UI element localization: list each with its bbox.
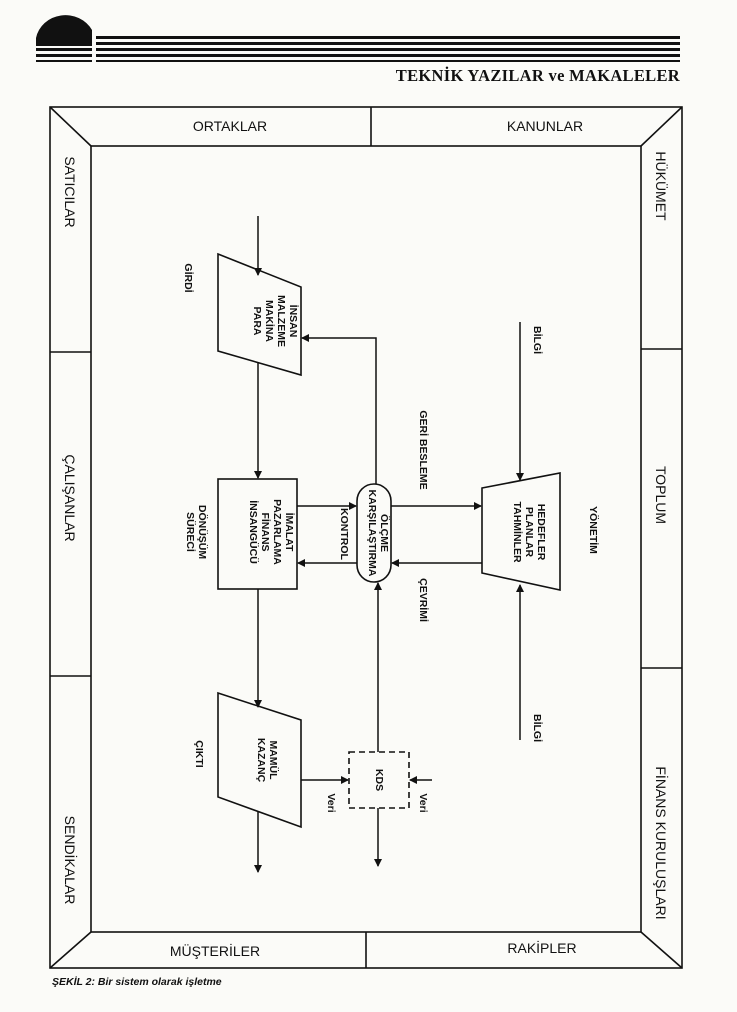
label-ortaklar: ORTAKLAR: [193, 118, 267, 134]
kds-label: KDS: [373, 769, 385, 791]
label-donusum: DÖNÜŞÜM: [196, 505, 209, 560]
label-girdi: GİRDİ: [182, 263, 195, 292]
input-text: İNSAN MALZEME MAKİNA PARA: [251, 295, 300, 347]
label-kontrol: KONTROL: [338, 508, 350, 560]
environment-frame: [49, 106, 683, 969]
svg-text:KAZANÇ: KAZANÇ: [255, 738, 267, 783]
svg-text:FİNANS: FİNANS: [259, 512, 272, 551]
arrow-feedback-to-input: [301, 334, 377, 484]
svg-text:MALZEME: MALZEME: [275, 295, 287, 347]
svg-text:PLANLAR: PLANLAR: [523, 507, 535, 558]
label-rakipler: RAKİPLER: [507, 939, 576, 956]
compare-text: ÖLÇME KARŞILAŞTIRMA: [366, 490, 391, 577]
svg-text:MAKİNA: MAKİNA: [263, 300, 276, 342]
svg-text:HEDEFLER: HEDEFLER: [535, 504, 547, 561]
svg-text:TAHMİNLER: TAHMİNLER: [511, 501, 524, 562]
process-text: İMALAT PAZARLAMA FİNANS İNSANGÜCÜ: [247, 499, 296, 565]
label-calisanlar: ÇALIŞANLAR: [62, 454, 78, 541]
label-finans-kuruluslari: FİNANS KURULUŞLARI: [653, 766, 670, 919]
process-box: [217, 478, 298, 590]
management-shape: [481, 472, 561, 591]
svg-text:MAMÜL: MAMÜL: [267, 740, 280, 780]
label-musteriler: MÜŞTERİLER: [170, 942, 260, 959]
label-bilgi-top: BİLGİ: [531, 326, 544, 354]
label-kanunlar: KANUNLAR: [507, 118, 583, 134]
label-veri-right: Veri: [417, 793, 429, 812]
label-sendikalar: SENDİKALAR: [62, 816, 79, 905]
svg-text:İNSAN: İNSAN: [287, 305, 300, 338]
label-cevrimi: ÇEVRİMİ: [417, 578, 430, 622]
svg-text:İMALAT: İMALAT: [283, 513, 296, 552]
label-toplum: TOPLUM: [653, 466, 669, 524]
figure-caption: ŞEKİL 2: Bir sistem olarak işletme: [52, 976, 222, 988]
header-logo: [36, 15, 92, 62]
label-cikti: ÇIKTI: [193, 740, 205, 767]
label-hukumet: HÜKÜMET: [653, 151, 670, 221]
kds-box: [348, 751, 410, 809]
label-yonetim: YÖNETİM: [587, 506, 600, 554]
management-text: HEDEFLER PLANLAR TAHMİNLER: [511, 501, 547, 562]
input-shape: [217, 252, 302, 377]
svg-text:ÖLÇME: ÖLÇME: [378, 514, 391, 552]
page-header-title: TEKNİK YAZILAR ve MAKALELER: [395, 66, 680, 85]
svg-text:PARA: PARA: [251, 307, 263, 336]
output-text: MAMÜL KAZANÇ: [255, 738, 280, 783]
output-shape: [217, 691, 302, 829]
label-bilgi-bottom: BİLGİ: [531, 714, 544, 742]
svg-text:KARŞILAŞTIRMA: KARŞILAŞTIRMA: [366, 490, 378, 577]
label-saticilar: SATICILAR: [62, 156, 78, 227]
svg-text:PAZARLAMA: PAZARLAMA: [271, 499, 283, 565]
svg-text:İNSANGÜCÜ: İNSANGÜCÜ: [247, 500, 260, 564]
header-rule: [96, 36, 680, 62]
label-sureci: SÜRECİ: [184, 512, 197, 552]
label-geri-besleme: GERİ BESLEME: [417, 410, 430, 489]
label-veri-left: Veri: [325, 793, 337, 812]
